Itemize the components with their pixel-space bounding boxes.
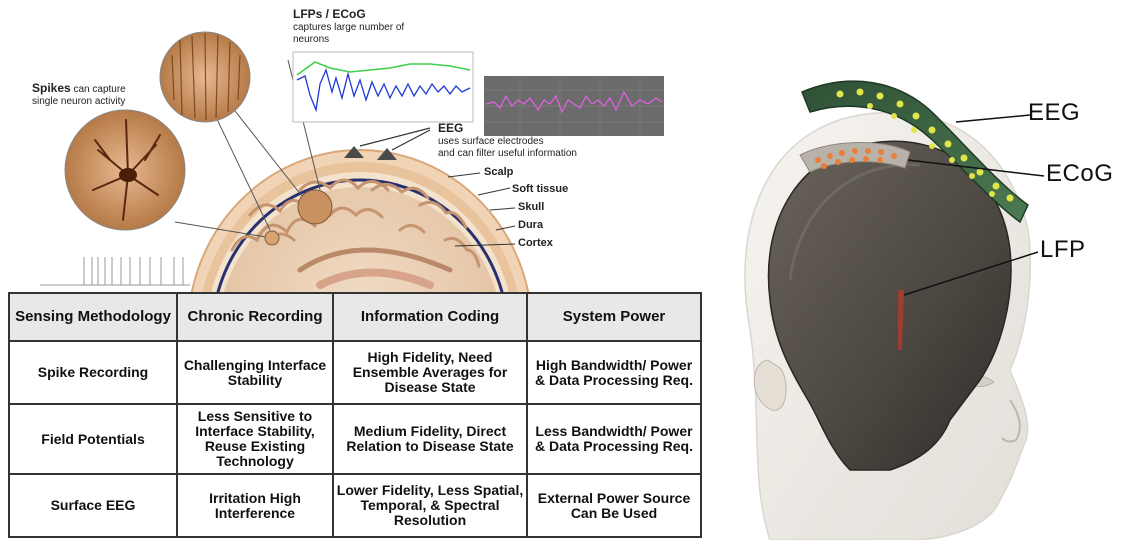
row-label-surface-eeg: Surface EEG (9, 474, 177, 537)
brain-figure: LFPs / ECoG captures large number of neu… (0, 0, 710, 292)
spikes-annotation: Spikes can capture single neuron activit… (32, 82, 202, 108)
eeg-annotation: EEG uses surface electrodes and can filt… (438, 122, 638, 160)
table-cell: Less Sensitive to Interface Stability, R… (177, 404, 333, 475)
header-system-power: System Power (527, 293, 701, 341)
table-cell: Less Bandwidth/ Power & Data Processing … (527, 404, 701, 475)
row-label-field-potentials: Field Potentials (9, 404, 177, 475)
head-illustration (710, 0, 1122, 540)
lfp-title: LFPs / ECoG (293, 7, 366, 21)
table-cell: Medium Fidelity, Direct Relation to Dise… (333, 404, 527, 475)
spike-micrograph (65, 110, 185, 230)
table-cell: Irritation High Interference (177, 474, 333, 537)
lfp-desc-1: captures large number of (293, 22, 404, 33)
table-header-row: Sensing Methodology Chronic Recording In… (9, 293, 701, 341)
lfp-desc-2: neurons (293, 34, 329, 45)
eeg-title: EEG (438, 121, 463, 135)
layer-scalp: Scalp (484, 166, 513, 178)
header-information-coding: Information Coding (333, 293, 527, 341)
lfp-annotation: LFPs / ECoG captures large number of neu… (293, 8, 483, 46)
lfp-micrograph (160, 32, 250, 122)
table-cell: External Power Source Can Be Used (527, 474, 701, 537)
head-figure: EEG ECoG LFP (710, 0, 1122, 540)
spikes-desc-2: single neuron activity (32, 96, 125, 107)
sensing-comparison-table: Sensing Methodology Chronic Recording In… (8, 292, 702, 538)
spikes-desc-1: can capture (73, 84, 125, 95)
label-eeg: EEG (1028, 99, 1080, 127)
table-cell: Challenging Interface Stability (177, 341, 333, 404)
header-chronic-recording: Chronic Recording (177, 293, 333, 341)
eeg-desc-1: uses surface electrodes (438, 136, 544, 147)
table-cell: High Fidelity, Need Ensemble Averages fo… (333, 341, 527, 404)
table-row: Spike Recording Challenging Interface St… (9, 341, 701, 404)
row-label-spike-recording: Spike Recording (9, 341, 177, 404)
label-ecog: ECoG (1046, 160, 1113, 188)
eeg-desc-2: and can filter useful information (438, 148, 577, 159)
layer-dura: Dura (518, 219, 543, 231)
table-row: Field Potentials Less Sensitive to Inter… (9, 404, 701, 475)
label-lfp: LFP (1040, 236, 1086, 264)
layer-cortex: Cortex (518, 237, 553, 249)
layer-skull: Skull (518, 201, 544, 213)
head-cross-section (188, 146, 532, 292)
layer-soft-tissue: Soft tissue (512, 183, 568, 195)
header-sensing-methodology: Sensing Methodology (9, 293, 177, 341)
spike-train (40, 257, 190, 285)
lfp-trace (293, 52, 473, 122)
spikes-title: Spikes (32, 81, 71, 95)
table-cell: High Bandwidth/ Power & Data Processing … (527, 341, 701, 404)
table-cell: Lower Fidelity, Less Spatial, Temporal, … (333, 474, 527, 537)
table-row: Surface EEG Irritation High Interference… (9, 474, 701, 537)
